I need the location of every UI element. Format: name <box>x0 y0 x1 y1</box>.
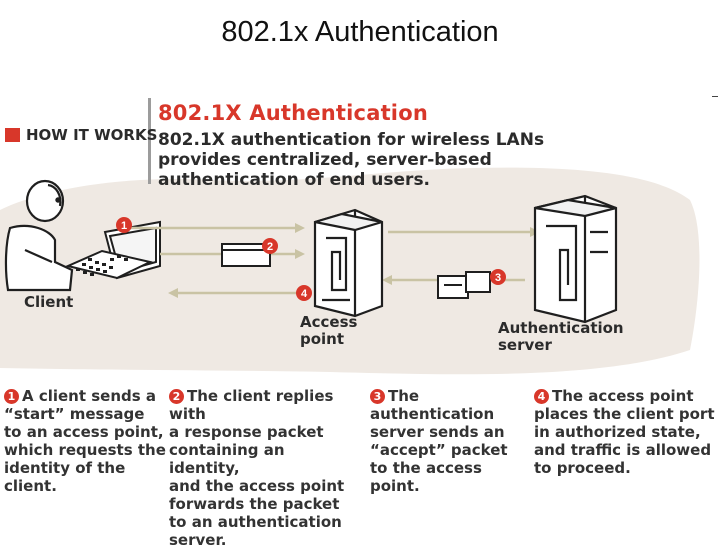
access-point-icon <box>313 208 384 318</box>
diagram-illustration: 1 2 3 4 <box>0 167 700 375</box>
response-packet-icon <box>221 243 271 267</box>
step-2-text: The client replies with a response packe… <box>169 387 345 549</box>
callout-1 <box>116 217 132 233</box>
callout-2-label: 2 <box>267 241 273 253</box>
laptop-icon <box>64 220 161 280</box>
callout-3 <box>490 269 506 285</box>
callout-2 <box>262 238 278 254</box>
callout-4-label: 4 <box>301 288 308 300</box>
slide-title: 802.1x Authentication <box>221 16 499 48</box>
client-label: Client <box>24 293 74 311</box>
step-3-text: The authentication server sends an “acce… <box>370 387 508 495</box>
auth-server-label: Authentication server <box>498 319 624 354</box>
how-it-works-label: HOW IT WORKS <box>26 126 158 144</box>
step-2-number: 2 <box>169 389 184 404</box>
auth-server-icon <box>533 194 618 324</box>
access-point-label: Access point <box>300 313 358 348</box>
callout-4 <box>296 285 312 301</box>
step-4-text: The access point places the client port … <box>534 387 715 477</box>
edge-dash <box>712 96 718 97</box>
step-3-number: 3 <box>370 389 385 404</box>
header-rule <box>148 98 151 184</box>
callout-3-label: 3 <box>495 272 501 284</box>
step-1-text: A client sends a “start” message to an a… <box>4 387 166 495</box>
step-1-number: 1 <box>4 389 19 404</box>
accept-packet-icon <box>437 271 491 299</box>
person-icon <box>4 179 74 292</box>
figure-subtitle: 802.1X authentication for wireless LANs … <box>158 130 545 190</box>
step-4-number: 4 <box>534 389 549 404</box>
figure-title: 802.1X Authentication <box>158 101 428 125</box>
how-it-works-marker <box>5 128 20 142</box>
callout-1-label: 1 <box>121 220 127 232</box>
